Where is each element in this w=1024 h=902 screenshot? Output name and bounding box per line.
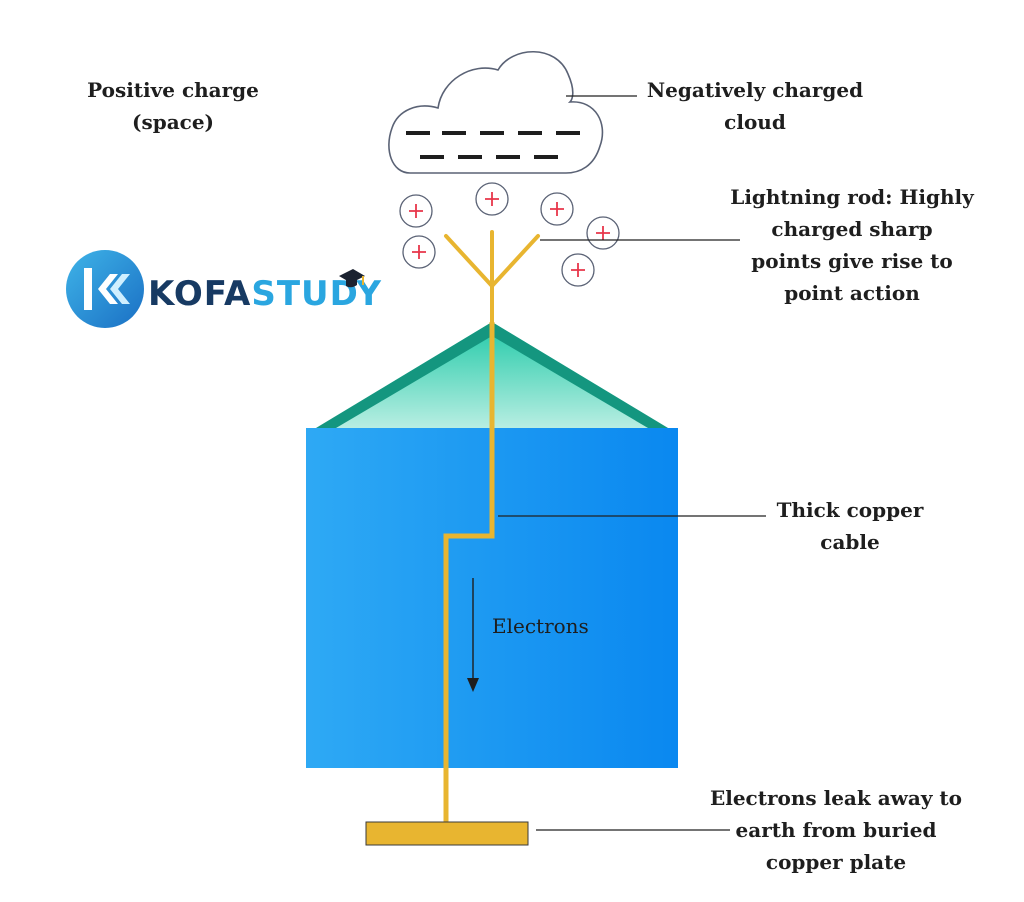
label-line: Thick copper	[776, 498, 924, 522]
roof-edge-left	[316, 322, 492, 428]
label-line: points give rise to	[751, 249, 953, 273]
positive-charge	[399, 194, 433, 228]
lightning-rod	[444, 230, 540, 324]
label-line: Electrons leak away to	[709, 786, 963, 810]
label-positive-charge: Positive charge (space)	[78, 74, 268, 138]
positive-charge	[540, 192, 574, 226]
label-line: cable	[820, 530, 880, 554]
positive-charge	[586, 216, 620, 250]
label-earth-plate: Electrons leak away to earth from buried…	[694, 782, 978, 878]
logo-chevron-icon	[66, 250, 144, 328]
cloud-negative-charges	[406, 131, 580, 159]
label-line: Lightning rod: Highly	[730, 185, 974, 209]
logo-part-1: KOFA	[148, 274, 252, 314]
graduation-cap-icon	[339, 269, 365, 288]
arrow-down-icon	[467, 578, 479, 692]
cloud-shape	[388, 51, 604, 174]
buried-copper-plate	[365, 821, 529, 846]
positive-charge	[475, 182, 509, 216]
positive-charge	[402, 235, 436, 269]
label-line: Negatively charged	[646, 78, 864, 102]
label-line: Positive charge	[87, 78, 259, 102]
label-electrons: Electrons	[492, 614, 589, 638]
label-line: cloud	[724, 110, 786, 134]
label-line: earth from buried	[735, 818, 937, 842]
leader-lines	[498, 95, 766, 831]
label-line: (space)	[131, 110, 215, 134]
kofastudy-logo: KOFASTUDY	[64, 248, 384, 338]
label-lightning-rod: Lightning rod: Highly charged sharp poin…	[724, 181, 980, 309]
label-line: copper plate	[765, 850, 907, 874]
positive-charges	[399, 182, 620, 287]
label-copper-cable: Thick copper cable	[760, 494, 940, 558]
positive-charge	[561, 253, 595, 287]
logo-part-2: STUDY	[251, 274, 383, 314]
label-line: charged sharp	[771, 217, 933, 241]
label-negative-cloud: Negatively charged cloud	[640, 74, 870, 138]
label-line: point action	[784, 281, 920, 305]
copper-cable	[443, 322, 495, 824]
logo-wordmark: KOFASTUDY	[148, 274, 382, 314]
roof-edge-right	[492, 322, 668, 428]
